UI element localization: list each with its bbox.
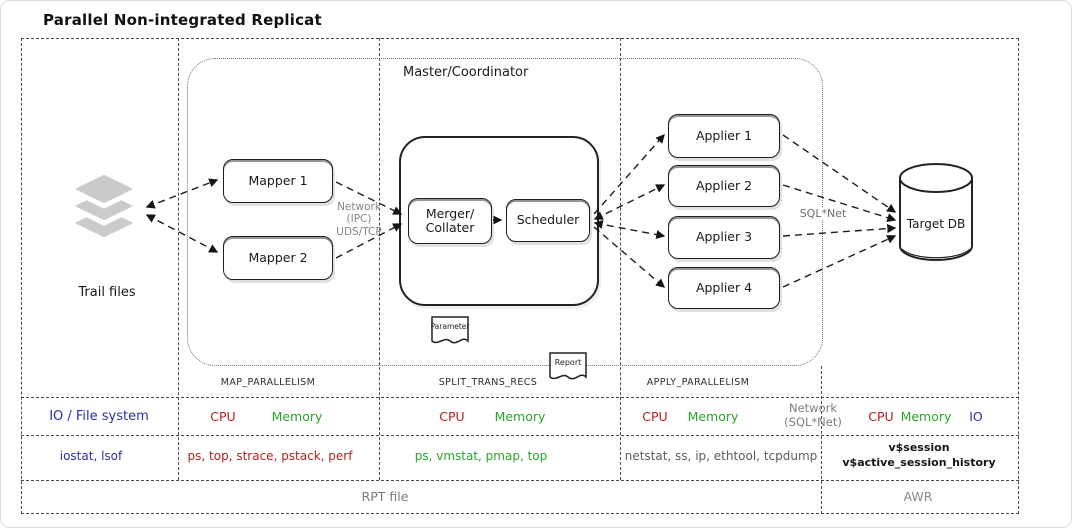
- applier3-label: Applier 3: [695, 229, 753, 245]
- metric-memory-db: Memory: [900, 409, 952, 424]
- tools-memory: ps, vmstat, pmap, top: [414, 449, 548, 463]
- mapper2-label: Mapper 2: [248, 249, 308, 265]
- awr-label: AWR: [903, 489, 933, 504]
- mapper1-node: Mapper 1: [223, 159, 333, 203]
- row-line-files: [21, 480, 1019, 481]
- metric-cpu-apply: CPU: [642, 409, 668, 424]
- mapper2-node: Mapper 2: [223, 236, 333, 280]
- metric-cpu-db: CPU: [868, 409, 894, 424]
- parameter-doc-label: Parameter: [430, 322, 470, 331]
- target-db-label: Target DB: [906, 217, 966, 231]
- applier1-node: Applier 1: [668, 114, 780, 158]
- merger-label-line2: Collater: [425, 220, 475, 235]
- section-split-trans-recs: SPLIT_TRANS_RECS: [438, 377, 538, 388]
- metric-io-file-system: IO / File system: [49, 409, 149, 424]
- scheduler-label: Scheduler: [516, 212, 580, 228]
- applier2-label: Applier 2: [695, 177, 753, 193]
- rpt-file-label: RPT file: [361, 489, 409, 504]
- row-line-metrics: [21, 397, 1019, 398]
- mapper1-label: Mapper 1: [248, 172, 308, 188]
- report-doc-label: Report: [554, 358, 582, 367]
- trail-files-label: Trail files: [78, 285, 136, 300]
- divider-map-split: [379, 38, 380, 480]
- metric-memory-map: Memory: [271, 409, 323, 424]
- database-cylinder-icon: [897, 161, 975, 263]
- metric-memory-split: Memory: [494, 409, 546, 424]
- network-ipc-label: Network (IPC) UDS/TCP: [336, 201, 382, 238]
- metric-network-sqlnet: Network (SQL*Net): [784, 401, 842, 430]
- divider-trail-map: [178, 38, 179, 480]
- applier1-label: Applier 1: [695, 127, 753, 143]
- row-line-tools: [21, 435, 1019, 436]
- outer-dashed-border: [21, 38, 1019, 514]
- trail-files-layers-icon: [65, 169, 143, 247]
- report-doc-icon: Report: [548, 351, 588, 387]
- metric-memory-apply: Memory: [687, 409, 739, 424]
- applier2-node: Applier 2: [668, 165, 780, 207]
- applier3-node: Applier 3: [668, 216, 780, 259]
- tools-io: iostat, lsof: [59, 449, 123, 463]
- metric-cpu-map: CPU: [210, 409, 236, 424]
- merger-label-line1: Merger/: [425, 205, 475, 221]
- applier4-label: Applier 4: [695, 279, 753, 295]
- scheduler-node: Scheduler: [506, 199, 590, 242]
- sqlnet-label: SQL*Net: [788, 207, 858, 220]
- divider-apply-db: [821, 366, 822, 514]
- page-title: Parallel Non-integrated Replicat: [43, 11, 322, 29]
- tools-network: netstat, ss, ip, ethtool, tcpdump: [624, 449, 818, 463]
- master-coordinator-label: Master/Coordinator: [403, 65, 529, 80]
- section-map-parallelism: MAP_PARALLELISM: [220, 377, 316, 388]
- applier4-node: Applier 4: [668, 267, 780, 309]
- merger-collater-node: Merger/ Collater: [408, 198, 492, 244]
- metric-io-db: IO: [969, 409, 983, 424]
- tools-db-views: v$session v$active_session_history: [842, 441, 996, 469]
- tools-cpu: ps, top, strace, pstack, perf: [187, 449, 353, 463]
- section-apply-parallelism: APPLY_PARALLELISM: [646, 377, 750, 388]
- metric-cpu-split: CPU: [439, 409, 465, 424]
- parameter-doc-icon: Parameter: [430, 315, 470, 351]
